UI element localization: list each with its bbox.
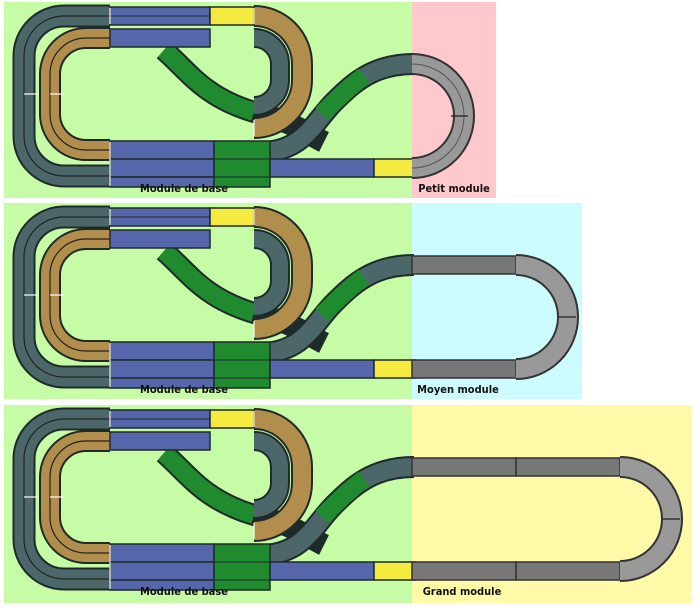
extension-module-label: Moyen module bbox=[417, 383, 499, 396]
layout-panel-3: Module de base Grand module bbox=[4, 405, 692, 603]
extension-track bbox=[411, 456, 683, 582]
extension-module-label: Grand module bbox=[423, 585, 502, 598]
extension-track bbox=[411, 254, 579, 380]
base-module-label: Module de base bbox=[140, 182, 228, 195]
layout-panel-2: Module de base Moyen module bbox=[4, 203, 582, 399]
base-module-label: Module de base bbox=[140, 383, 228, 396]
extension-track bbox=[411, 53, 475, 179]
base-module-label: Module de base bbox=[140, 585, 228, 598]
layout-panel-1: Module de base Petit module bbox=[4, 2, 496, 198]
extension-module-label: Petit module bbox=[418, 182, 490, 195]
